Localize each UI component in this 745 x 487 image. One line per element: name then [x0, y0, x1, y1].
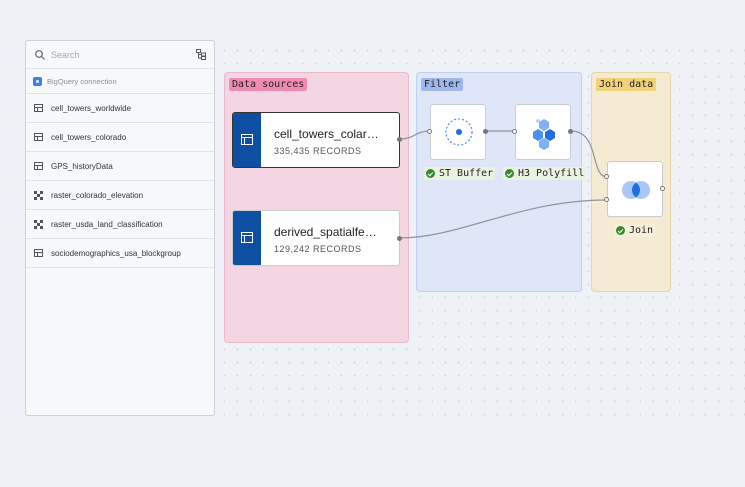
list-item-label: GPS_historyData: [51, 161, 113, 171]
input-port[interactable]: [512, 129, 517, 134]
record-count: 335,435 RECORDS: [274, 146, 362, 156]
node-label: H3 Polyfill: [518, 168, 585, 179]
check-icon: [505, 169, 514, 178]
node-status-label: Join: [614, 224, 656, 237]
source-node[interactable]: cell_towers_colar… 335,435 RECORDS: [232, 112, 400, 168]
raster-icon: [34, 219, 43, 229]
raster-icon: [34, 190, 43, 200]
output-port[interactable]: [568, 129, 573, 134]
bigquery-icon: [33, 76, 42, 86]
node-status-label: H3 Polyfill: [503, 167, 587, 180]
table-icon: [34, 104, 43, 112]
node-band: [233, 113, 261, 167]
group-label: Filter: [421, 78, 464, 91]
buffer-icon: [445, 118, 473, 146]
list-item-table[interactable]: cell_towers_colorado: [26, 123, 214, 152]
input-port[interactable]: [604, 197, 609, 202]
search-icon: [35, 49, 45, 60]
hexagon-cluster-icon: [533, 119, 555, 150]
list-item-table[interactable]: GPS_historyData: [26, 152, 214, 181]
list-item-label: cell_towers_colorado: [51, 132, 127, 142]
table-icon: [241, 134, 253, 145]
connection-header[interactable]: BigQuery connection: [26, 69, 214, 93]
connection-label: BigQuery connection: [47, 76, 117, 86]
list-item-raster[interactable]: raster_colorado_elevation: [26, 181, 214, 210]
node-label: ST Buffer: [439, 168, 494, 179]
node-title: cell_towers_colar…: [274, 127, 379, 141]
output-port[interactable]: [397, 236, 402, 241]
list-item-table[interactable]: sociodemographics_usa_blockgroup: [26, 239, 214, 268]
list-item-label: cell_towers_worldwide: [51, 103, 132, 113]
tree-view-icon[interactable]: [196, 49, 206, 60]
list-item-label: sociodemographics_usa_blockgroup: [51, 248, 181, 258]
list-item-label: raster_usda_land_classification: [51, 219, 163, 229]
check-icon: [426, 169, 435, 178]
record-count: 129,242 RECORDS: [274, 244, 362, 254]
list-item-table[interactable]: cell_towers_worldwide: [26, 93, 214, 123]
output-port[interactable]: [660, 186, 665, 191]
group-label: Data sources: [229, 78, 308, 91]
node-status-label: ST Buffer: [424, 167, 496, 180]
table-icon: [34, 162, 43, 170]
list-item-raster[interactable]: raster_usda_land_classification: [26, 210, 214, 239]
data-explorer-panel: BigQuery connection cell_towers_worldwid…: [25, 40, 215, 416]
join-node[interactable]: [607, 161, 663, 217]
check-icon: [616, 226, 625, 235]
output-port[interactable]: [397, 137, 402, 142]
table-icon: [34, 249, 43, 257]
table-icon: [241, 232, 253, 243]
search-input[interactable]: [51, 49, 181, 60]
table-icon: [34, 133, 43, 141]
input-port[interactable]: [427, 129, 432, 134]
group-label: Join data: [596, 78, 657, 91]
output-port[interactable]: [483, 129, 488, 134]
node-label: Join: [629, 225, 654, 236]
input-port[interactable]: [604, 174, 609, 179]
source-node[interactable]: derived_spatialfe… 129,242 RECORDS: [232, 210, 400, 266]
list-item-label: raster_colorado_elevation: [51, 190, 144, 200]
node-band: [233, 211, 261, 265]
node-title: derived_spatialfe…: [274, 225, 377, 239]
search-bar: [26, 41, 214, 69]
venn-join-icon: [622, 181, 650, 199]
h3-polyfill-node[interactable]: [515, 104, 571, 160]
st-buffer-node[interactable]: [430, 104, 486, 160]
